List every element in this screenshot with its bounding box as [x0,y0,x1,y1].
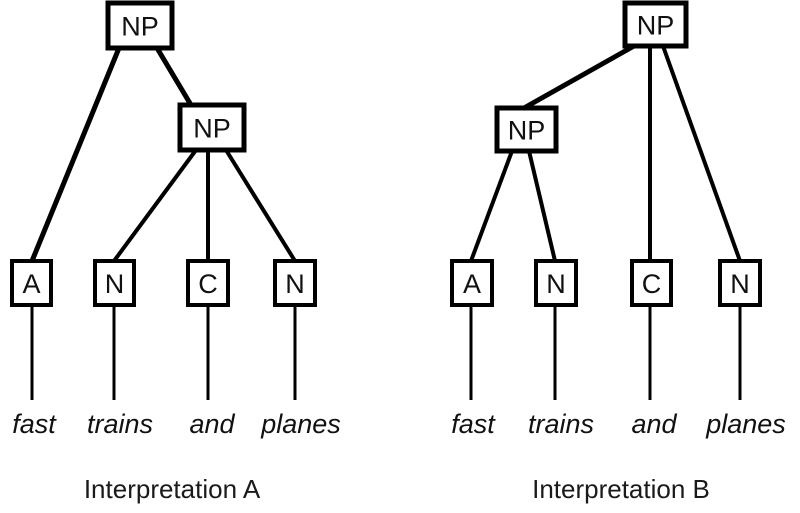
node-box-a-n1 [93,259,136,307]
node-label-b-c: C [642,269,662,299]
node-label-b-a: A [463,269,481,299]
tree-edge [112,148,198,263]
node-box-b-np-mid [494,105,559,154]
caption-interpretation-a: Interpretation A [84,474,261,504]
node-box-a-np-mid [177,102,247,153]
node-box-b-np-top [622,0,689,49]
terminal-word-a-word-trains: trains [87,409,153,439]
caption-interpretation-b: Interpretation B [532,474,710,504]
node-box-b-c [630,259,673,307]
node-label-a-n2: N [285,269,305,299]
terminal-word-b-word-planes: planes [705,409,786,439]
node-box-a-c [186,259,230,307]
node-box-a-a [10,259,53,307]
node-label-b-np-mid: NP [508,116,546,146]
terminal-word-b-word-fast: fast [451,409,496,439]
node-label-a-np-top: NP [121,12,159,42]
node-box-a-np-top [105,0,175,51]
terminal-word-a-word-fast: fast [12,409,57,439]
tree-edge [527,150,557,262]
terminal-word-a-word-planes: planes [260,409,341,439]
tree-edge [154,46,194,107]
node-label-a-n1: N [105,269,125,299]
tree-edge [522,43,636,111]
node-label-a-a: A [22,269,40,299]
tree-edge [661,45,742,262]
tree-edge [469,150,514,262]
node-box-a-n2 [273,259,317,307]
node-label-a-np-mid: NP [193,114,231,144]
node-label-a-c: C [198,269,218,299]
tree-edge [29,47,122,262]
node-label-b-n1: N [546,269,566,299]
node-label-b-np-top: NP [637,11,675,41]
terminal-word-b-word-and: and [631,409,677,439]
terminal-word-b-word-trains: trains [528,409,594,439]
tree-edge [224,148,297,263]
node-label-b-n2: N [730,269,750,299]
terminal-word-a-word-and: and [189,409,235,439]
node-box-b-n1 [534,259,578,307]
node-box-b-a [450,259,494,307]
node-box-b-n2 [718,259,762,307]
